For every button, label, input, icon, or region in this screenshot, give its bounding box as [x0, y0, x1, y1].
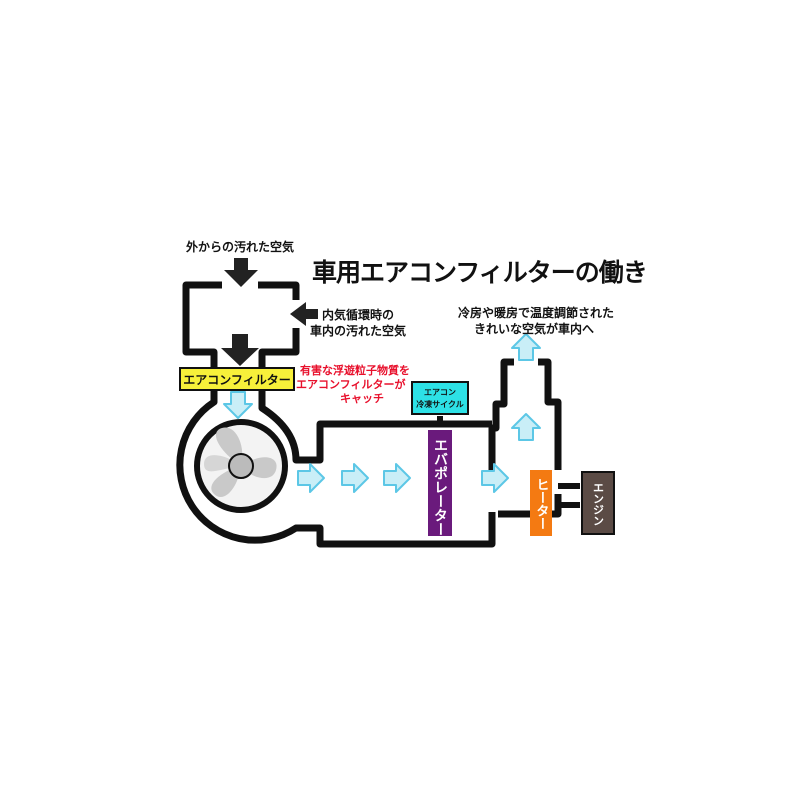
main-duct-outline: [176, 358, 562, 548]
heater-engine-pipe: [558, 483, 580, 508]
airflow-arrow-4: [481, 463, 509, 493]
recirc-label-2: 車内の汚れた空気: [310, 324, 407, 338]
airflow-arrow-3: [383, 463, 411, 493]
heater-box: [530, 470, 552, 536]
catch-label-2: エアコンフィルターが: [296, 378, 406, 391]
ac-cycle-label-1: エアコン: [424, 388, 456, 397]
airflow-arrow-up-lower: [511, 413, 541, 441]
airflow-arrow-filter-down: [223, 391, 253, 419]
intake-duct-outline: [182, 281, 300, 368]
clean-air-label-2: きれいな空気が車内へ: [474, 322, 595, 336]
blower-fan-icon: [194, 419, 288, 513]
diagram-title: 車用エアコンフィルターの働き: [312, 258, 648, 287]
engine-label: エンジン: [592, 482, 605, 526]
filter-label: エアコンフィルター: [183, 373, 290, 387]
engine-box: [581, 471, 615, 535]
ac-cycle-label-2: 冷凍サイクル: [416, 399, 464, 409]
outside-air-arrow: [224, 258, 258, 287]
airflow-arrow-2: [341, 463, 369, 493]
heater-label: ヒーター: [534, 478, 550, 530]
evaporator-box: [428, 430, 452, 536]
clean-air-label-1: 冷房や暖房で温度調節された: [458, 306, 615, 320]
recirc-label-1: 内気循環時の: [322, 308, 395, 322]
recirc-air-arrow: [290, 302, 318, 326]
evaporator-label: エバポレーター: [432, 438, 448, 536]
ac-cycle-box: [411, 381, 469, 415]
catch-label-3: キャッチ: [340, 392, 384, 405]
filter-input-arrow: [221, 334, 259, 366]
catch-label-1: 有害な浮遊粒子物質を: [300, 364, 410, 377]
airflow-arrow-1: [297, 463, 325, 493]
filter-box: [179, 367, 295, 391]
airflow-arrow-up-upper: [511, 333, 541, 361]
outside-air-label: 外からの汚れた空気: [186, 240, 295, 254]
